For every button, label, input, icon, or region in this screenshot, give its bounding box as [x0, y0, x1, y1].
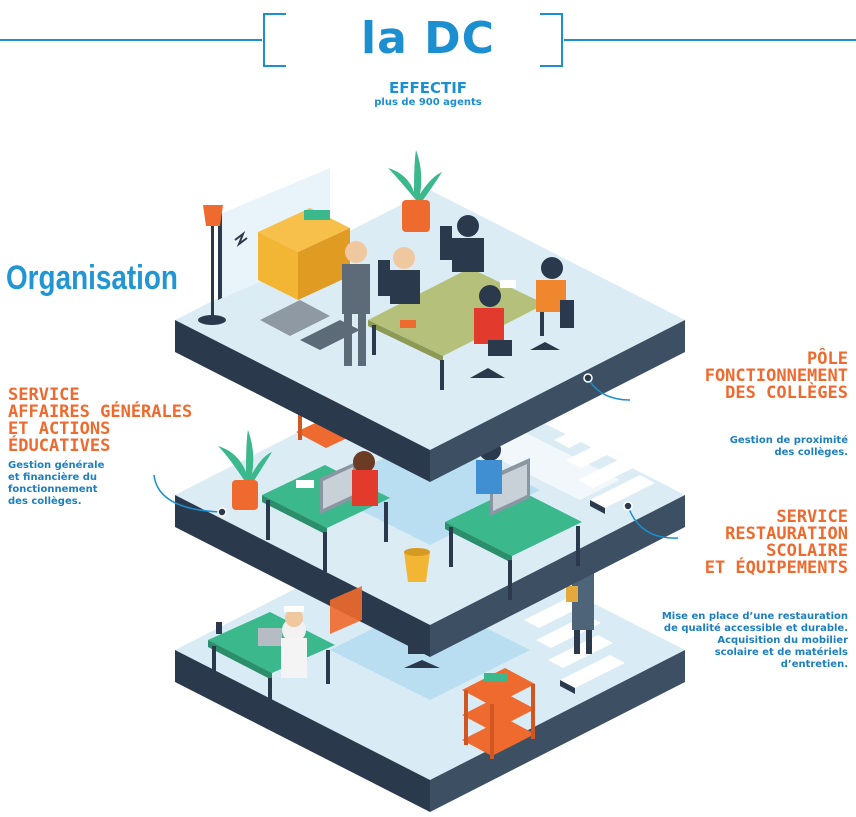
service-restauration-description: Mise en place d’une restauration de qual… [661, 611, 848, 670]
top-meeting-table [368, 268, 545, 390]
bottom-stairs [524, 553, 625, 694]
service-affaires-title: SERVICE AFFAIRES GÉNÉRALES ET ACTIONS ÉD… [8, 385, 193, 456]
page-title: la DC [361, 13, 495, 64]
service-affaires-description: Gestion générale et financière du foncti… [8, 460, 105, 507]
header-frame [0, 13, 856, 67]
pole-fonctionnement-title: PÔLE FONCTIONNEMENT DES COLLÈGES [704, 349, 848, 403]
top-people [342, 215, 566, 366]
headcount-label: EFFECTIF [388, 79, 468, 97]
connector-dots [217, 373, 633, 517]
bottom-shelf [462, 668, 535, 759]
bottom-desk [208, 606, 335, 716]
section-heading: Organisation [6, 259, 178, 297]
middle-desk-right [445, 439, 582, 600]
top-cabinet [258, 208, 350, 300]
top-lamp [198, 205, 226, 325]
middle-bin [404, 548, 430, 582]
headcount-value: plus de 900 agents [374, 97, 482, 108]
top-chairs [378, 226, 574, 378]
top-plant [388, 150, 442, 232]
service-restauration-title: SERVICE RESTAURATION SCOLAIRE ET ÉQUIPEM… [704, 507, 848, 578]
pole-fonctionnement-description: Gestion de proximité des collèges. [729, 435, 848, 458]
middle-desk-left [262, 451, 390, 572]
middle-plant [218, 430, 272, 510]
